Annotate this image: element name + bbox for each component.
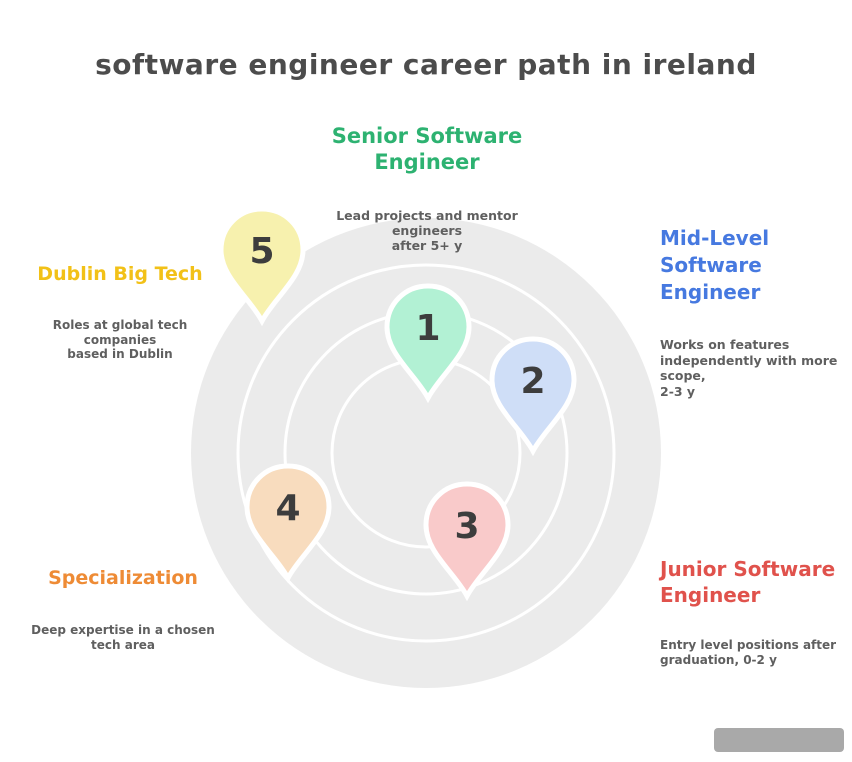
senior-description: Lead projects and mentor engineers after… xyxy=(336,208,518,253)
map-pin-icon xyxy=(244,463,332,584)
junior-description: Entry level positions after graduation, … xyxy=(660,638,837,667)
pin-2-number: 2 xyxy=(520,361,545,402)
ring-disc xyxy=(191,218,661,688)
junior-heading: Junior Software Engineer xyxy=(660,557,836,607)
specialization-heading: Specialization xyxy=(48,567,198,589)
pin-5-number: 5 xyxy=(249,231,274,272)
mid-heading: Mid-Level Software Engineer xyxy=(660,226,770,304)
pin-3-number: 3 xyxy=(454,506,479,547)
dublin-heading: Dublin Big Tech xyxy=(37,263,203,285)
pin-4-number: 4 xyxy=(275,488,300,529)
pin-1-senior-engineer: 1 xyxy=(384,283,472,404)
map-pin-icon xyxy=(218,206,306,327)
map-pin-icon xyxy=(489,336,577,457)
dublin-description: Roles at global tech companies based in … xyxy=(52,318,188,361)
label-junior-software-engineer: Junior Software Engineer Entry level pos… xyxy=(660,537,845,686)
pin-5-dublin-big-tech: 5 xyxy=(218,206,306,327)
pin-1-number: 1 xyxy=(415,308,440,349)
label-senior-software-engineer: Senior Software Engineer Lead projects a… xyxy=(302,104,552,272)
label-dublin-big-tech: Dublin Big Tech Roles at global tech com… xyxy=(22,243,218,381)
specialization-description: Deep expertise in a chosen tech area xyxy=(31,623,215,652)
label-mid-level-software-engineer: Mid-Level Software Engineer Works on fea… xyxy=(660,206,840,418)
page-title: software engineer career path in ireland xyxy=(95,48,757,81)
watermark-badge xyxy=(714,728,844,752)
map-pin-icon xyxy=(384,283,472,404)
pin-2-mid-level-engineer: 2 xyxy=(489,336,577,457)
pin-3-junior-engineer: 3 xyxy=(423,481,511,602)
map-pin-icon xyxy=(423,481,511,602)
ring-outer xyxy=(236,263,616,643)
label-specialization: Specialization Deep expertise in a chose… xyxy=(25,547,221,671)
concentric-rings xyxy=(191,218,661,688)
senior-heading: Senior Software Engineer xyxy=(331,124,523,174)
pin-4-specialization: 4 xyxy=(244,463,332,584)
mid-description: Works on features independently with mor… xyxy=(660,337,838,399)
